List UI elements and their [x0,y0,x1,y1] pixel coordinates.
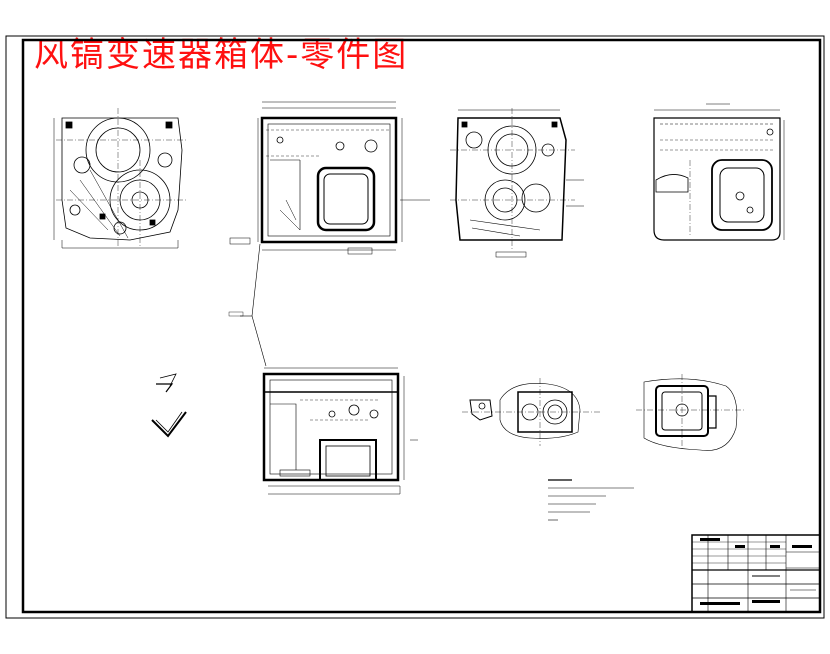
side-view-right [653,103,785,241]
inner-border [21,38,822,614]
technical-notes [548,479,634,521]
drawing-title: 风镐变速器箱体-零件图 [34,35,409,75]
title-block [691,534,821,613]
front-view-top [229,101,430,255]
outer-border [5,35,825,619]
section-view-gears [450,108,584,258]
detail-view-right [636,374,744,451]
leader-lines [228,243,267,367]
bottom-view [262,367,418,495]
detail-symbols-left [151,373,187,438]
detail-view-small [462,378,600,446]
side-view-gears [53,108,186,249]
